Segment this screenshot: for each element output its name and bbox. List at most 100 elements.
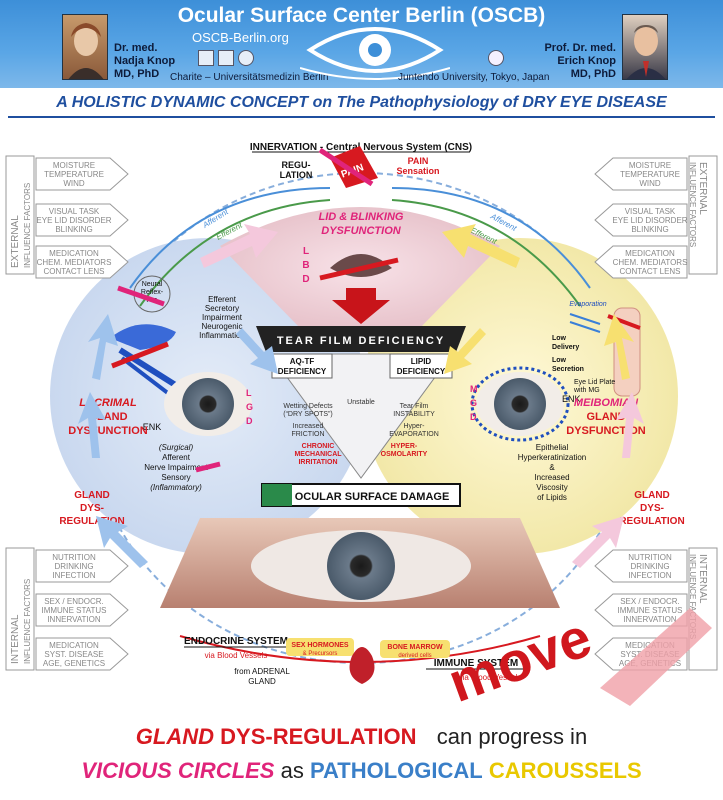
sex-hormones-line1: SEX HORMONES xyxy=(291,642,349,649)
internal-side-label-right-line2: INFLUENCE FACTORS xyxy=(688,554,697,639)
efferent-imp-line2: Secretory xyxy=(205,304,239,313)
evaporation-label: Evaporation xyxy=(569,301,606,308)
internal-side-label-line1: INTERNAL xyxy=(10,614,21,664)
low-delivery-line1: Low xyxy=(552,335,567,342)
ext-r-box3-line3: CONTACT LENS xyxy=(619,267,680,276)
epithelial-line5: Viscosity xyxy=(536,483,567,492)
internal-side-label-right-line1: INTERNAL xyxy=(697,554,708,604)
lid-blinking-line1: LID & BLINKING xyxy=(319,211,404,223)
ext-box1-line1: MOISTURE xyxy=(53,161,95,170)
footer-progress: can progress in xyxy=(436,724,588,749)
pain-badge: PAIN xyxy=(318,146,378,188)
juntendo-logo-icon xyxy=(488,50,504,66)
afferent-imp-line4: Sensory xyxy=(161,473,190,482)
int-r-box2-line1: SEX / ENDOCR. xyxy=(620,597,680,606)
meibomian-label-line1: MEIBOMIAN xyxy=(574,397,639,409)
header-banner: Ocular Surface Center Berlin (OSCB) OSCB… xyxy=(0,0,723,88)
ext-r-box2-line2: EYE LID DISORDER xyxy=(612,216,687,225)
mgd-letter-g: G xyxy=(470,398,477,408)
friction-line1: Increased xyxy=(293,423,324,430)
internal-factors-left: INTERNAL INFLUENCE FACTORS NUTRITION DRI… xyxy=(5,547,129,671)
author-right-affiliation: Juntendo University, Tokyo, Japan xyxy=(398,72,550,83)
author-left: Dr. med. Nadja Knop MD, PhD xyxy=(114,42,175,81)
header-website[interactable]: OSCB-Berlin.org xyxy=(192,30,289,45)
aq-tf-line2: DEFICIENCY xyxy=(278,367,327,376)
lower-iris-icon xyxy=(327,532,395,600)
evaporation-line2: EVAPORATION xyxy=(389,431,439,438)
external-side-label-line1: EXTERNAL xyxy=(10,215,21,268)
wetting-line1: Wetting Defects xyxy=(283,403,333,410)
efferent-imp-line1: Efferent xyxy=(208,295,237,304)
int-r-box1-line3: INFECTION xyxy=(628,571,671,580)
ext-r-box1-line3: WIND xyxy=(639,179,661,188)
instability-line2: INSTABILITY xyxy=(393,411,435,418)
endocrine-via-label: via Blood Vessels xyxy=(205,651,268,660)
author-right-degree: MD, PhD xyxy=(570,68,616,80)
ext-box1-line2: TEMPERATURE xyxy=(44,170,104,179)
evaporation-line1: Hyper- xyxy=(403,423,425,430)
lipid-line2: DEFICIENCY xyxy=(397,367,446,376)
mgd-letter-d: D xyxy=(470,412,477,422)
gland-dysreg-left-line2: DYS- xyxy=(80,503,104,514)
external-factors-left: EXTERNAL INFLUENCE FACTORS MOISTURE TEMP… xyxy=(5,155,129,279)
low-secretion-line1: Low xyxy=(552,357,567,364)
int-box2-line3: INNERVATION xyxy=(47,615,101,624)
author-right: Prof. Dr. med. Erich Knop MD, PhD xyxy=(520,42,616,81)
ocular-surface-damage-label: OCULAR SURFACE DAMAGE xyxy=(295,491,450,503)
arrow-right-icon xyxy=(200,224,278,268)
arrow-up-icon xyxy=(604,314,634,380)
int-r-box2-line2: IMMUNE STATUS xyxy=(617,606,682,615)
int-box1-line1: NUTRITION xyxy=(52,553,96,562)
lbd-letter-d: D xyxy=(302,274,309,285)
author-left-title: Dr. med. xyxy=(114,42,158,54)
ext-r-box1-line1: MOISTURE xyxy=(629,161,671,170)
epithelial-line2: Hyperkeratinization xyxy=(518,453,586,462)
ext-box3-line3: CONTACT LENS xyxy=(43,267,104,276)
external-side-label-line2: INFLUENCE FACTORS xyxy=(23,183,32,268)
footer-caroussels: CAROUSSELS xyxy=(488,758,642,783)
down-arrow-icon xyxy=(332,288,390,324)
author-photo-left xyxy=(62,14,108,80)
eyelid-plate-line2: with MG xyxy=(573,387,600,394)
ext-box2-line3: BLINKING xyxy=(55,225,92,234)
external-side-label-right-line2: INFLUENCE FACTORS xyxy=(688,162,697,247)
arrow-down-icon xyxy=(444,328,486,374)
brush-stroke-icon xyxy=(600,608,712,706)
aq-tf-line1: AQ-TF xyxy=(290,357,315,366)
chronic-line1: CHRONIC xyxy=(302,443,335,450)
enk-right-label: ENK xyxy=(562,394,581,404)
arrow-up-icon xyxy=(88,314,118,380)
int-r-box1-line1: NUTRITION xyxy=(628,553,672,562)
instability-line1: Tear Film xyxy=(400,403,429,410)
afferent-imp-line5: (Inflammatory) xyxy=(150,483,202,492)
subtitle-underline xyxy=(8,116,715,118)
external-side-label-right-line1: EXTERNAL xyxy=(697,162,708,215)
regulation-line1: REGU- xyxy=(282,160,311,170)
ext-box3-line2: CHEM. MEDIATORS xyxy=(37,258,112,267)
portrait-icon xyxy=(68,23,104,79)
dry-eye-diagram: EXTERNAL INFLUENCE FACTORS MOISTURE TEMP… xyxy=(5,142,718,706)
arrow-up-icon xyxy=(616,392,644,458)
bear-logo-icon xyxy=(238,50,254,66)
efferent-imp-line3: Impairment xyxy=(202,313,243,322)
neural-reflex-line2: Reflex- xyxy=(141,289,164,296)
wetting-line2: (“DRY SPOTS”) xyxy=(283,411,333,418)
footer-vicious: VICIOUS CIRCLES xyxy=(81,758,275,783)
ext-box3-line1: MEDICATION xyxy=(49,249,99,258)
friction-line2: FRICTION xyxy=(291,431,324,438)
arrow-up-icon xyxy=(78,392,106,458)
meibomian-label-line3: DYSFUNCTION xyxy=(566,425,646,437)
int-r-box2-line3: INNERVATION xyxy=(623,615,677,624)
cycle-arrows xyxy=(78,224,644,568)
author-left-affiliation: Charite – Universitätsmedizin Berlin xyxy=(170,72,329,83)
adrenal-line1: from ADRENAL xyxy=(234,667,290,676)
gland-dysreg-right-line3: REGULATION xyxy=(619,516,684,527)
epithelial-line1: Epithelial xyxy=(536,443,569,452)
gland-dysreg-left-line1: GLAND xyxy=(74,490,110,501)
footer-pathological: PATHOLOGICAL xyxy=(309,758,483,783)
gland-dysreg-right-line1: GLAND xyxy=(634,490,670,501)
header-title: Ocular Surface Center Berlin (OSCB) xyxy=(177,4,546,27)
ext-box2-line2: EYE LID DISORDER xyxy=(36,216,111,225)
internal-side-label-line2: INFLUENCE FACTORS xyxy=(23,579,32,664)
pain-sensation-line1: PAIN xyxy=(408,156,429,166)
